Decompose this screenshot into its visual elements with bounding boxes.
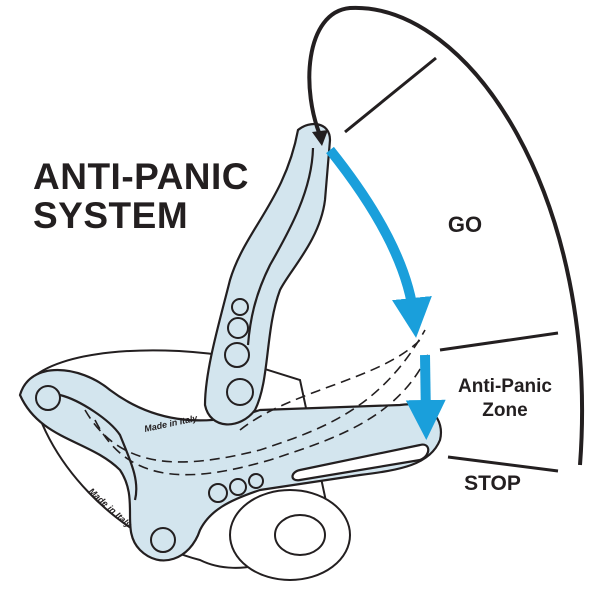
travel-arc — [307, 5, 585, 466]
zone-anti-panic-label-1: Anti-Panic — [458, 376, 552, 397]
rope-path-dashed — [84, 329, 431, 476]
zone-stop-label: STOP — [464, 472, 521, 495]
go-arrow — [326, 146, 432, 338]
zone-dividers — [344, 56, 559, 473]
device-holes — [35, 298, 264, 553]
arc-arrowhead — [312, 130, 328, 146]
device-body — [18, 368, 443, 562]
zone-go-label: GO — [447, 212, 483, 237]
title-line-1: ANTI-PANIC — [33, 156, 250, 197]
title-line-2: SYSTEM — [33, 195, 189, 236]
anti-panic-arrow — [405, 354, 446, 440]
zone-anti-panic-label-2: Zone — [482, 400, 528, 421]
